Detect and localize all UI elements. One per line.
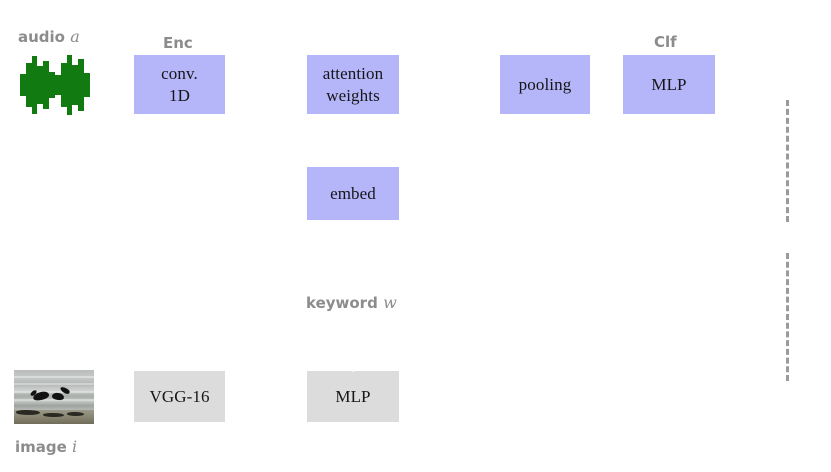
connector-audio-to-conv1d	[92, 77, 134, 89]
connector-pooling-to-mlp	[590, 77, 623, 89]
module-conv1d-line1: conv.	[161, 63, 198, 83]
audio-input-label: audio a	[18, 27, 80, 46]
module-pooling[interactable]: pooling	[500, 55, 590, 114]
thumb-seaweed	[15, 410, 40, 415]
audio-input-label-text: audio	[18, 28, 65, 46]
waveform-bar	[25, 63, 32, 107]
classifier-group-caption: Clf	[654, 33, 677, 51]
keyword-symbol: w	[383, 293, 397, 312]
thumb-streak	[14, 376, 94, 378]
waveform-bar	[37, 66, 44, 104]
module-mlp-bottom-label: MLP	[335, 386, 371, 406]
dashed-separator-lower	[786, 253, 789, 381]
waveform-bar	[60, 63, 67, 107]
connector-mlp-to-output	[715, 77, 785, 89]
connector-keyword-to-embed	[347, 220, 359, 286]
thumb-seaweed	[42, 413, 64, 417]
keyword-label-text: keyword	[306, 294, 378, 312]
module-pooling-label: pooling	[518, 74, 572, 94]
module-attention-weights-line1: attention	[322, 63, 384, 83]
module-embed[interactable]: embed	[307, 167, 399, 220]
waveform-bar	[54, 75, 61, 95]
image-input-thumbnail	[14, 370, 94, 424]
connector-attention-to-pooling	[399, 77, 500, 89]
connector-image-to-vgg16	[94, 391, 134, 403]
thumb-streak	[14, 383, 94, 385]
module-mlp-top-label: MLP	[651, 74, 687, 94]
image-input-label-text: image	[15, 438, 67, 456]
thumb-seaweed	[66, 412, 85, 416]
thumb-streak	[14, 391, 94, 393]
module-conv1d-line2: 1D	[169, 85, 190, 105]
connector-embed-to-attention	[347, 114, 359, 168]
module-mlp-top[interactable]: MLP	[623, 55, 715, 114]
connector-mlp-bottom-to-keyword	[347, 318, 359, 372]
waveform-bar	[49, 72, 55, 98]
module-attention-weights[interactable]: attention weights	[307, 55, 399, 114]
dashed-separator-upper	[786, 100, 789, 222]
keyword-label: keyword w	[306, 293, 397, 312]
module-embed-label: embed	[330, 183, 376, 203]
module-vgg16-label: VGG-16	[149, 386, 210, 406]
encoder-group-caption: Enc	[163, 34, 193, 52]
thumb-streak	[14, 399, 94, 401]
module-attention-weights-line2: weights	[326, 85, 380, 105]
waveform-bar	[66, 55, 73, 115]
audio-input-symbol: a	[70, 27, 80, 46]
waveform-bar	[84, 73, 90, 97]
module-vgg16[interactable]: VGG-16	[134, 371, 225, 422]
waveform-bar	[72, 65, 79, 105]
image-input-symbol: i	[72, 437, 78, 456]
waveform-bar	[43, 61, 50, 109]
connector-conv1d-to-attention	[225, 77, 307, 89]
connector-vgg16-to-mlp	[225, 391, 307, 403]
waveform-bar	[20, 74, 26, 96]
module-conv1d[interactable]: conv. 1D	[134, 55, 225, 114]
waveform-bar	[31, 56, 38, 114]
audio-waveform-icon	[20, 54, 90, 116]
waveform-bar	[78, 59, 85, 111]
image-input-label: image i	[15, 437, 77, 456]
module-mlp-bottom[interactable]: MLP	[307, 371, 399, 422]
